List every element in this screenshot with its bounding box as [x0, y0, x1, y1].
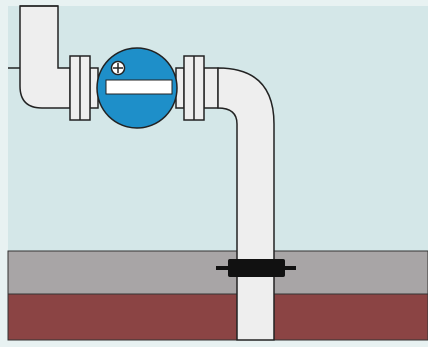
inlet-pipe-bend: [19, 5, 71, 109]
pipe-collar-band: [228, 259, 285, 277]
meter-display: [105, 79, 173, 95]
outlet-pipe-horizontal: [203, 67, 219, 109]
water-meter-icon: [96, 47, 178, 129]
ground-soil-layer: [7, 293, 428, 341]
ground-gravel-layer: [7, 250, 428, 295]
screw-icon: [110, 60, 126, 76]
sky-background: [8, 6, 428, 251]
pipe-collar-icon: [216, 259, 296, 277]
